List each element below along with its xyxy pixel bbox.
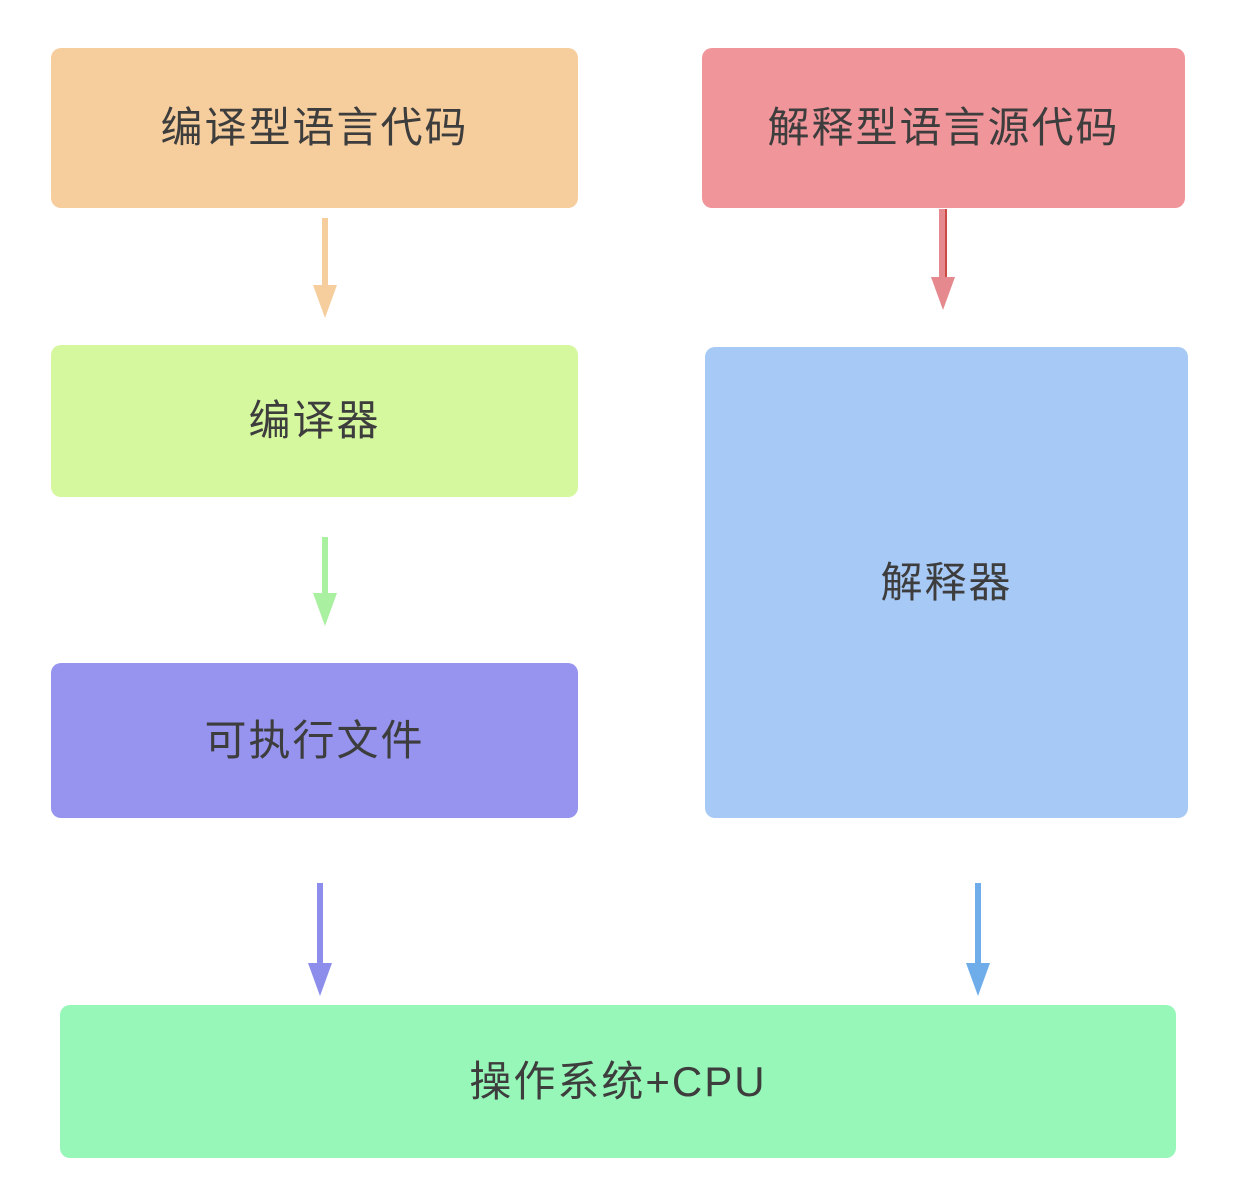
node-label-executable-file: 可执行文件 — [204, 716, 425, 764]
arrow-compiler-to-executable — [313, 537, 337, 626]
node-label-os-cpu: 操作系统+CPU — [469, 1057, 767, 1105]
arrow-shaft — [322, 537, 328, 593]
node-label-interpreter: 解释器 — [880, 558, 1013, 606]
node-compiled-language-code: 编译型语言代码 — [51, 48, 578, 208]
node-executable-file: 可执行文件 — [51, 663, 578, 818]
arrow-head-down-icon — [966, 963, 990, 996]
arrow-shaft — [317, 883, 323, 963]
arrow-head-down-icon — [931, 277, 955, 310]
arrow-compiled-source-to-compiler — [313, 218, 337, 318]
node-interpreter: 解释器 — [705, 347, 1188, 818]
arrow-head-down-icon — [308, 963, 332, 996]
arrow-shaft — [975, 883, 981, 963]
node-label-compiled-language-code: 编译型语言代码 — [160, 104, 469, 151]
arrow-head-down-icon — [313, 593, 337, 626]
arrow-head-down-icon — [313, 285, 337, 318]
arrow-interpreted-source-to-interpreter — [931, 209, 955, 310]
node-interpreted-language-source-code: 解释型语言源代码 — [702, 48, 1185, 208]
arrow-shaft — [322, 218, 328, 285]
node-compiler: 编译器 — [51, 345, 578, 497]
node-os-cpu: 操作系统+CPU — [60, 1005, 1176, 1158]
node-label-compiler: 编译器 — [248, 397, 381, 444]
node-label-interpreted-language-source-code: 解释型语言源代码 — [767, 104, 1120, 151]
arrow-shaft — [939, 209, 947, 277]
arrow-interpreter-to-os-cpu — [966, 883, 990, 996]
arrow-executable-to-os-cpu — [308, 883, 332, 996]
